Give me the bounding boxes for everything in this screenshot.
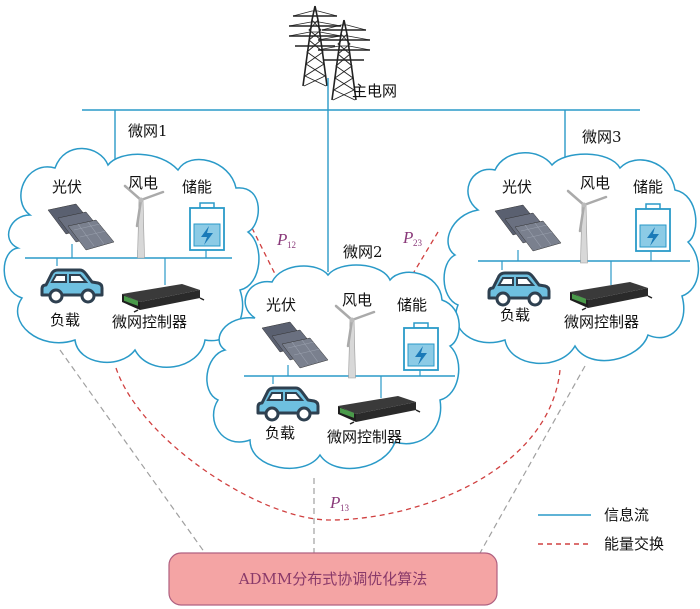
main-grid-label: 主电网 <box>352 82 397 100</box>
svg-text:P: P <box>276 230 287 249</box>
microgrid-2-controller-label: 微网控制器 <box>327 428 402 446</box>
power-label-p23: P 23 <box>402 228 423 248</box>
svg-text:13: 13 <box>340 503 350 513</box>
microgrid-2-wind-label: 风电 <box>342 291 372 309</box>
microgrid-2-storage-label: 储能 <box>397 296 427 314</box>
microgrid-2-load-label: 负载 <box>265 424 295 442</box>
microgrid-1-storage-label: 储能 <box>182 178 212 196</box>
algorithm-label: ADMM分布式协调优化算法 <box>238 570 428 588</box>
microgrid-1-wind-label: 风电 <box>128 174 158 192</box>
microgrid-3-controller-label: 微网控制器 <box>564 313 639 331</box>
battery-icon <box>635 203 671 252</box>
microgrid-1-pv-label: 光伏 <box>52 178 82 196</box>
svg-text:P: P <box>402 228 413 247</box>
legend: 信息流 能量交换 <box>538 506 664 553</box>
microgrid-1-controller-label: 微网控制器 <box>112 313 187 331</box>
svg-text:P: P <box>329 493 340 512</box>
microgrid-3-load-label: 负载 <box>500 306 530 324</box>
microgrid-1-load-label: 负载 <box>50 311 80 329</box>
control-lines <box>59 349 586 554</box>
main-grid-bus <box>82 78 640 272</box>
microgrid-3-wind-label: 风电 <box>580 174 610 192</box>
battery-icon <box>403 322 439 371</box>
admm-algorithm-box: ADMM分布式协调优化算法 <box>168 552 498 606</box>
microgrid-3-cloud <box>443 152 700 365</box>
legend-energy-label: 能量交换 <box>604 535 664 553</box>
legend-info-label: 信息流 <box>604 506 649 524</box>
microgrid-3-storage-label: 储能 <box>633 178 663 196</box>
svg-text:12: 12 <box>287 240 296 250</box>
microgrid-1-title: 微网1 <box>128 122 168 140</box>
svg-text:23: 23 <box>413 238 423 248</box>
battery-icon <box>189 202 225 251</box>
energy-line-p13 <box>115 367 561 521</box>
microgrid-2-title: 微网2 <box>343 243 383 261</box>
microgrid-2-pv-label: 光伏 <box>266 296 296 314</box>
power-label-p13: P 13 <box>329 493 350 513</box>
microgrid-3-pv-label: 光伏 <box>502 178 532 196</box>
power-label-p12: P 12 <box>276 230 296 250</box>
microgrid-3-title: 微网3 <box>582 128 622 146</box>
